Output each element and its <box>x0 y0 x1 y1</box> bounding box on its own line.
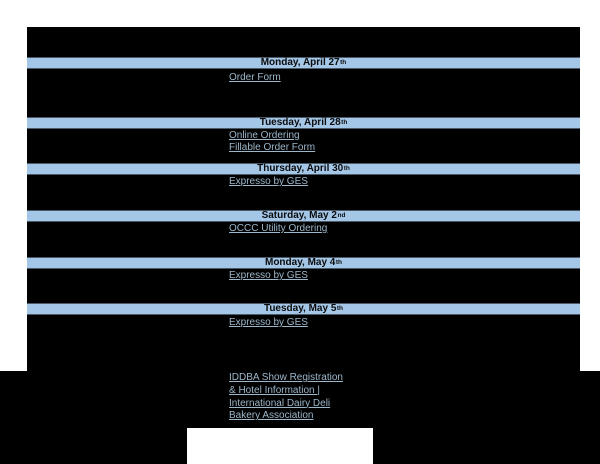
iddba-link-line-1: IDDBA Show Registration <box>229 372 343 383</box>
link-expresso-by-ges-1[interactable]: Expresso by GES <box>229 176 308 187</box>
date-text: Saturday, May 2 <box>261 210 337 221</box>
bottom-white-placeholder <box>187 428 373 464</box>
link-occc-utility-ordering[interactable]: OCCC Utility Ordering <box>229 223 328 234</box>
link-expresso-by-ges-2[interactable]: Expresso by GES <box>229 270 308 281</box>
date-text: Monday, April 27 <box>260 57 340 68</box>
date-text: Thursday, April 30 <box>257 163 344 174</box>
link-expresso-by-ges-3[interactable]: Expresso by GES <box>229 317 308 328</box>
link-fillable-order-form[interactable]: Fillable Order Form <box>229 142 316 153</box>
date-text: Monday, May 4 <box>264 257 336 268</box>
link-iddba-show-registration[interactable]: IDDBA Show Registration & Hotel Informat… <box>229 372 343 423</box>
date-text: Tuesday, May 5 <box>263 303 337 314</box>
iddba-link-line-2: & Hotel Information | <box>229 384 320 396</box>
date-text: Tuesday, April 28 <box>259 117 341 128</box>
iddba-link-line-4: Bakery Association <box>229 410 314 422</box>
iddba-link-line-3: International Dairy Deli <box>229 397 331 409</box>
link-online-ordering[interactable]: Online Ordering <box>229 130 300 141</box>
link-order-form[interactable]: Order Form <box>229 72 281 83</box>
